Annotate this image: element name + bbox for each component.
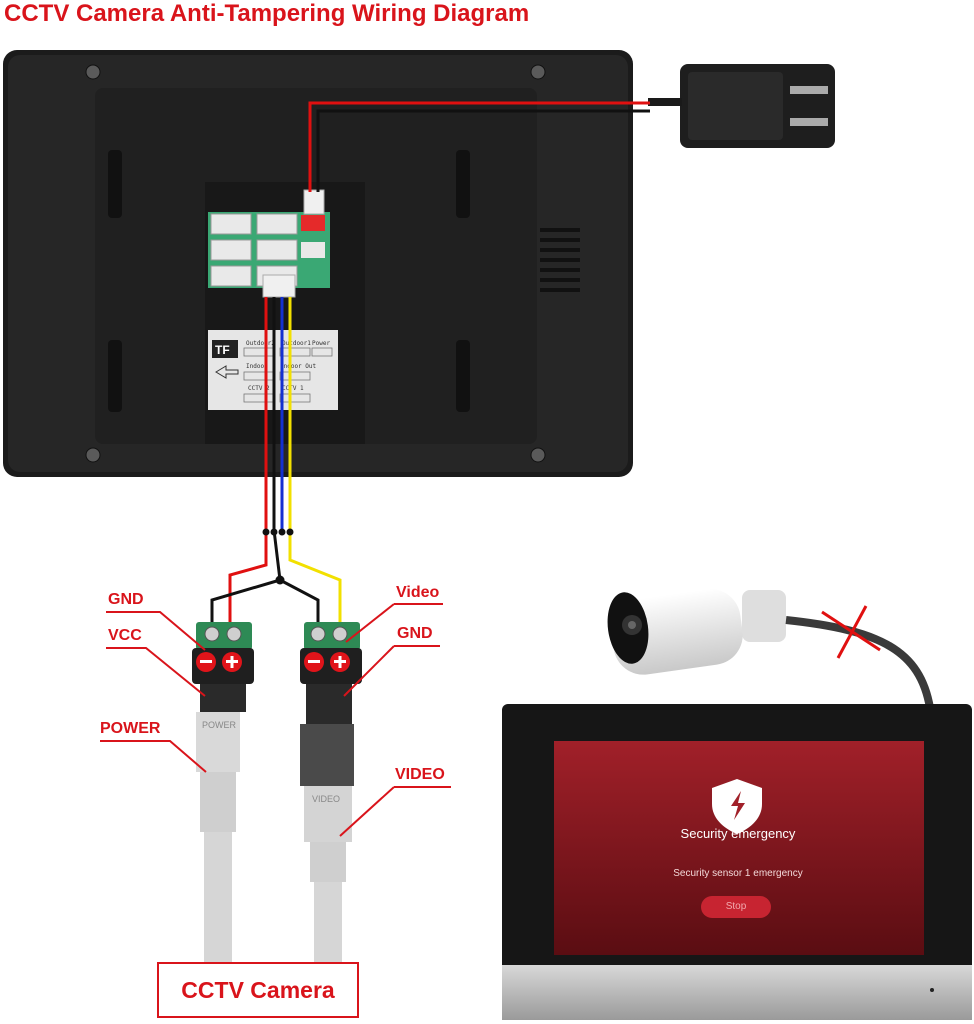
label-pointers bbox=[100, 603, 451, 837]
indoor-monitor bbox=[502, 704, 972, 1020]
bullet-camera bbox=[607, 589, 786, 675]
cctv-wires bbox=[210, 297, 342, 626]
power-adapter bbox=[648, 64, 835, 148]
minus-icon bbox=[308, 660, 320, 663]
label-vcc: VCC bbox=[108, 627, 142, 644]
video-plug-text: VIDEO bbox=[312, 794, 340, 804]
diagram-title: CCTV Camera Anti-Tampering Wiring Diagra… bbox=[4, 0, 530, 27]
sticker-brand: TF bbox=[215, 343, 230, 357]
label-gnd-left: GND bbox=[108, 591, 144, 608]
sticker-outdoor2: Outdoor2 bbox=[246, 340, 275, 347]
label-video-bottom: VIDEO bbox=[395, 766, 445, 783]
sticker-power: Power bbox=[312, 340, 330, 347]
power-terminal-block: POWER bbox=[192, 622, 254, 962]
alert-message: Security sensor 1 emergency bbox=[673, 868, 803, 879]
shield-icon bbox=[712, 779, 762, 834]
sticker-cctv1: CCTV 1 bbox=[282, 385, 304, 392]
cut-mark-icon bbox=[821, 605, 881, 659]
sticker-cctv2: CCTV 2 bbox=[248, 385, 270, 392]
video-terminal-block: VIDEO bbox=[300, 622, 362, 962]
monitor-back-panel: TF Outdoor2 Outdoor1 Power Indoor Indoor… bbox=[3, 50, 633, 477]
sticker-indoor-out: Indoor Out bbox=[280, 363, 317, 370]
sticker-outdoor1: Outdoor1 bbox=[282, 340, 311, 347]
sticker-indoor: Indoor bbox=[246, 363, 268, 370]
label-video-top: Video bbox=[396, 584, 440, 601]
camera-cable bbox=[785, 616, 934, 709]
label-power: POWER bbox=[100, 720, 161, 737]
stop-button[interactable]: Stop bbox=[701, 896, 771, 918]
cctv-camera-label: CCTV Camera bbox=[157, 962, 359, 1018]
label-gnd-right: GND bbox=[397, 625, 433, 642]
arrow-left-icon bbox=[215, 365, 239, 379]
adapter-wires bbox=[308, 101, 650, 192]
alert-heading: Security emergency bbox=[680, 826, 796, 841]
minus-icon bbox=[200, 660, 212, 663]
power-plug-text: POWER bbox=[202, 720, 237, 730]
